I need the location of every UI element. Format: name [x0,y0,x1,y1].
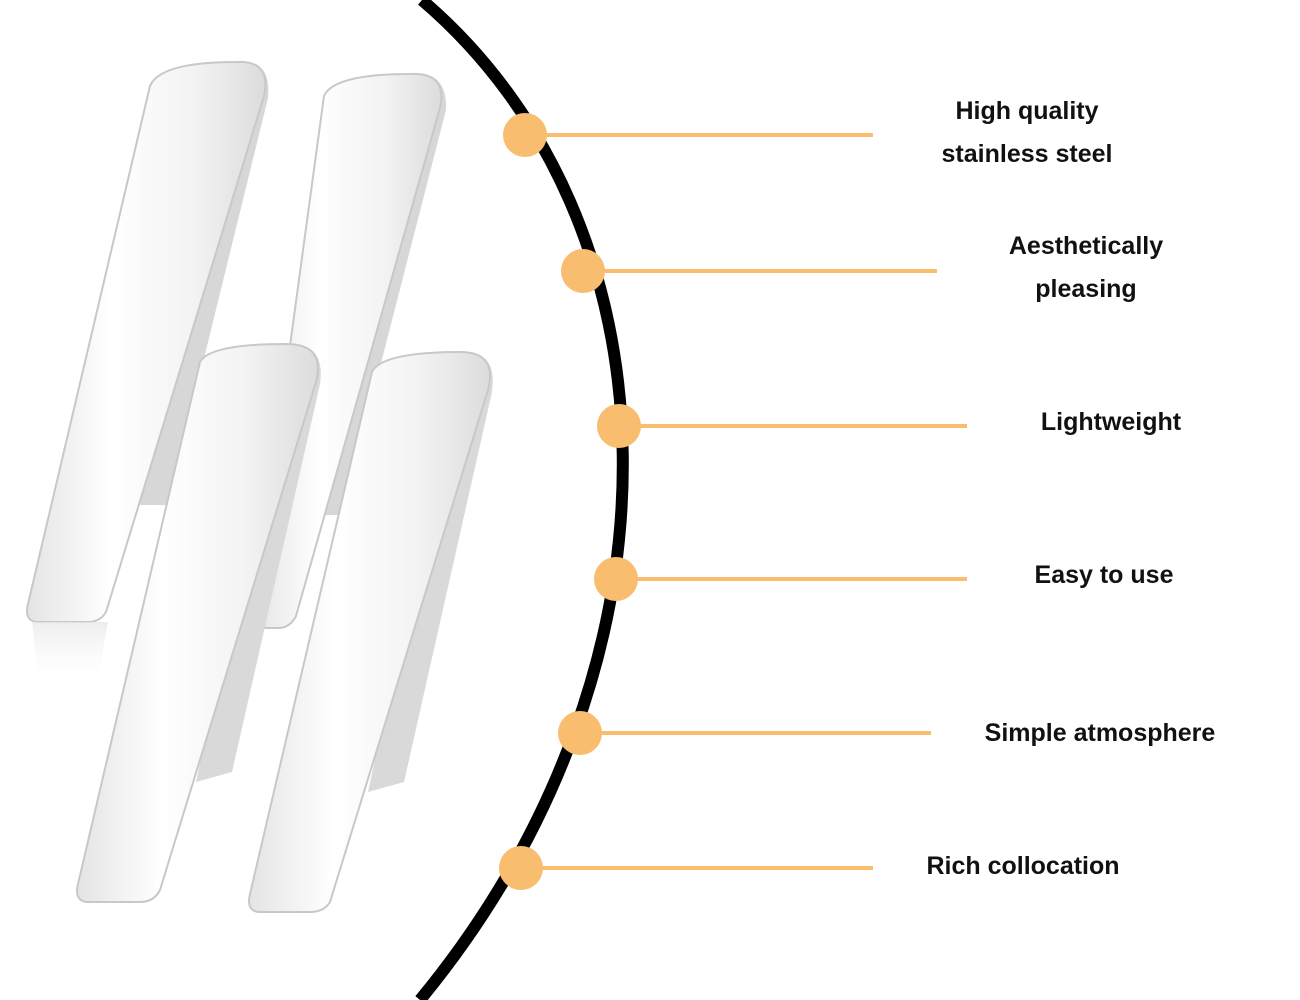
feature-label-quality: High quality stainless steel [942,90,1113,176]
bullet-dot-light [597,404,641,448]
connector-group [499,113,967,890]
feature-label-easy: Easy to use [1035,554,1174,597]
tie-clip-back-left [26,60,269,690]
feature-text-line: stainless steel [941,140,1113,168]
bullet-dot-rich [499,846,543,890]
bullet-dot-simple [558,711,602,755]
feature-text-line: Easy to use [1034,561,1174,589]
feature-text-line: Simple atmosphere [984,719,1216,747]
feature-label-aesthetic: Aesthetically pleasing [1009,225,1163,311]
feature-text-line: Lightweight [1040,408,1182,436]
bullet-dot-aesthetic [561,249,605,293]
feature-text-line: pleasing [1035,275,1137,303]
bullet-dot-easy [594,557,638,601]
feature-text-line: Aesthetically [1008,232,1164,260]
feature-text-line: Rich collocation [926,852,1120,880]
feature-label-light: Lightweight [1041,401,1181,444]
feature-label-rich: Rich collocation [926,845,1119,888]
feature-label-simple: Simple atmosphere [985,712,1216,755]
tie-clip-front-right [248,350,493,913]
divider-arc [415,0,629,1000]
bullet-dot-quality [503,113,547,157]
feature-text-line: High quality [955,97,1099,125]
tie-clip-front-left [76,342,321,903]
